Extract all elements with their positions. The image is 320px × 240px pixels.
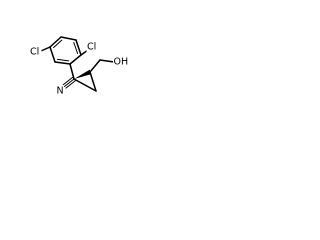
stereo-wedge-bond	[74, 69, 90, 79]
ring-bond-c6-c1	[54, 61, 71, 65]
ring-bond-c3-c4	[60, 36, 77, 41]
nitrile-nitrogen-label: N	[57, 86, 64, 97]
cl-left-mask	[29, 46, 42, 58]
ring-double-bond-c2-c3	[73, 42, 79, 54]
bond-ring-to-ch2	[89, 59, 101, 73]
bond-ch2-to-oxygen	[99, 59, 115, 63]
ring-bond-c5-c6	[49, 46, 56, 63]
cyclopropane-ring	[73, 69, 97, 92]
ring-bond-c2-c3	[75, 39, 82, 56]
bond-ring-to-quaternary-carbon	[69, 63, 75, 80]
cyclopropane-bond-bottom	[73, 78, 97, 92]
bond-ring-to-cl-left	[40, 46, 51, 52]
chlorine-top-label: Cl	[87, 42, 96, 53]
ring-bond-c1-c2	[69, 54, 82, 65]
cl-top-mask	[86, 41, 99, 53]
cyclopropane-bond-right	[89, 71, 97, 92]
ring-double-bond-c6-c1	[57, 58, 70, 62]
chlorine-left-label: Cl	[30, 47, 39, 58]
ring-double-bond-c4-c5	[53, 39, 63, 49]
hydroxyl-label: OH	[114, 57, 129, 68]
nitrile-triple-bond	[62, 76, 76, 89]
benzene-ring	[49, 36, 82, 65]
nitrile-n-mask	[56, 85, 64, 96]
hydroxyl-mask	[113, 56, 129, 68]
ring-bond-c4-c5	[49, 36, 62, 48]
molecule-structure: Cl Cl N OH	[29, 36, 129, 97]
